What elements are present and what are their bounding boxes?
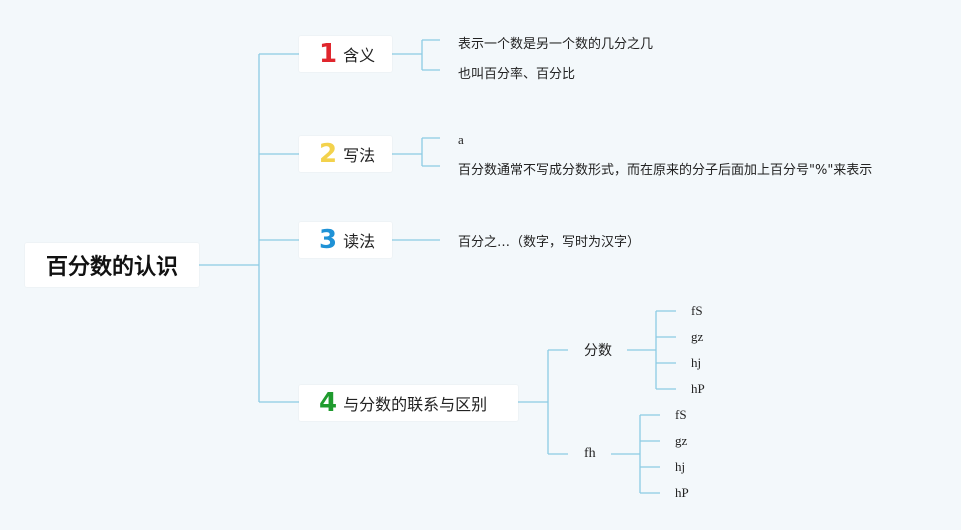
leaf-meaning-2[interactable]: 也叫百分率、百分比 bbox=[458, 66, 576, 82]
leaf-fh-1[interactable]: fS bbox=[675, 407, 687, 422]
leaf-writing-1[interactable]: a bbox=[458, 132, 464, 147]
sub-topic-fraction[interactable]: 分数 bbox=[584, 343, 612, 359]
branch-meaning[interactable]: 1 含义 bbox=[299, 36, 392, 72]
branch-writing[interactable]: 2 写法 bbox=[299, 136, 392, 172]
leaf-fh-3[interactable]: hj bbox=[675, 459, 686, 474]
leaf-meaning-1[interactable]: 表示一个数是另一个数的几分之几 bbox=[458, 36, 654, 52]
leaf-fh-4[interactable]: hP bbox=[675, 485, 689, 500]
number-1-icon: 1 bbox=[319, 39, 338, 69]
branch-relation[interactable]: 4 与分数的联系与区别 bbox=[299, 385, 518, 421]
root-title: 百分数的认识 bbox=[45, 255, 178, 280]
leaf-fraction-4[interactable]: hP bbox=[691, 381, 705, 396]
branch-label: 与分数的联系与区别 bbox=[343, 395, 488, 414]
sub-topic-fh[interactable]: fh bbox=[584, 446, 596, 461]
leaf-fraction-2[interactable]: gz bbox=[691, 329, 704, 344]
branch-label: 读法 bbox=[343, 232, 376, 251]
branch-label: 写法 bbox=[343, 146, 376, 165]
number-4-icon: 4 bbox=[319, 388, 338, 418]
leaf-reading-1[interactable]: 百分之…（数字，写时为汉字） bbox=[458, 234, 641, 250]
number-2-icon: 2 bbox=[319, 139, 338, 169]
leaf-fraction-3[interactable]: hj bbox=[691, 355, 702, 370]
root-topic[interactable]: 百分数的认识 bbox=[25, 243, 199, 287]
branch-label: 含义 bbox=[343, 46, 376, 65]
leaf-fraction-1[interactable]: fS bbox=[691, 303, 703, 318]
branch-reading[interactable]: 3 读法 bbox=[299, 222, 392, 258]
number-3-icon: 3 bbox=[319, 225, 338, 255]
leaf-writing-2[interactable]: 百分数通常不写成分数形式，而在原来的分子后面加上百分号"%"来表示 bbox=[458, 162, 873, 178]
leaf-fh-2[interactable]: gz bbox=[675, 433, 688, 448]
